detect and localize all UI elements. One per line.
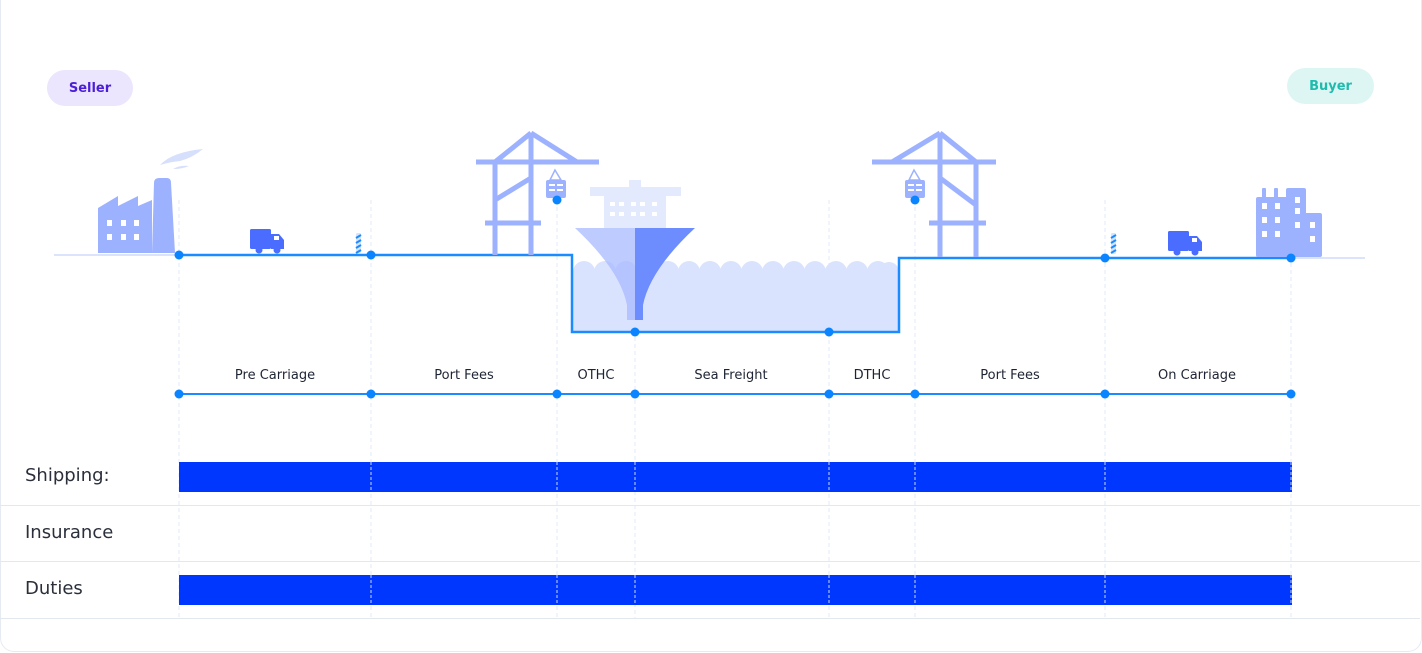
stage-label-sea-freight: Sea Freight (694, 368, 768, 383)
stage-label-othc: OTHC (577, 368, 615, 383)
port-crane-icon (872, 130, 996, 257)
timeline-node (910, 389, 920, 399)
stage-label-port-fees-destination: Port Fees (980, 368, 1040, 383)
truck-icon (250, 229, 284, 254)
timeline-node (630, 389, 640, 399)
buyer-badge: Buyer (1287, 68, 1374, 104)
border-post-icon (1110, 233, 1117, 254)
truck-icon (1168, 231, 1202, 256)
container-hook-icon (905, 168, 925, 198)
timeline-node (824, 389, 834, 399)
route-node (1100, 253, 1110, 263)
timeline-node (1286, 389, 1296, 399)
route-node (366, 250, 376, 260)
cost-row-label: Insurance (25, 522, 114, 543)
office-building-icon (1256, 188, 1322, 257)
cost-row-insurance: Insurance (0, 506, 1420, 562)
timeline-node (1100, 389, 1110, 399)
border-post-icon (355, 233, 362, 254)
timeline-node (366, 389, 376, 399)
timeline-node (552, 389, 562, 399)
stage-label-on-carriage: On Carriage (1158, 368, 1236, 383)
route-line (179, 253, 1291, 334)
cost-row-label: Duties (25, 578, 83, 599)
seller-badge: Seller (47, 70, 133, 106)
route-node (630, 327, 640, 337)
cost-row-shipping: Shipping: (0, 449, 1420, 506)
route-node (174, 250, 184, 260)
stage-label-port-fees-origin: Port Fees (434, 368, 494, 383)
factory-icon (98, 149, 203, 253)
timeline-node (174, 389, 184, 399)
coverage-bar-duties (179, 575, 1292, 605)
route-node (910, 195, 920, 205)
route-node (552, 195, 562, 205)
route-nodes (174, 195, 1296, 337)
port-crane-icon (476, 130, 599, 255)
route-node (1286, 253, 1296, 263)
stage-label-pre-carriage: Pre Carriage (234, 368, 316, 383)
cost-row-duties: Duties (0, 562, 1420, 619)
cost-row-label: Shipping: (25, 465, 110, 486)
coverage-bar-shipping (179, 462, 1292, 492)
container-hook-icon (546, 168, 566, 198)
stage-label-dthc: DTHC (853, 368, 891, 383)
container-ship-icon (575, 180, 695, 320)
route-node (824, 327, 834, 337)
